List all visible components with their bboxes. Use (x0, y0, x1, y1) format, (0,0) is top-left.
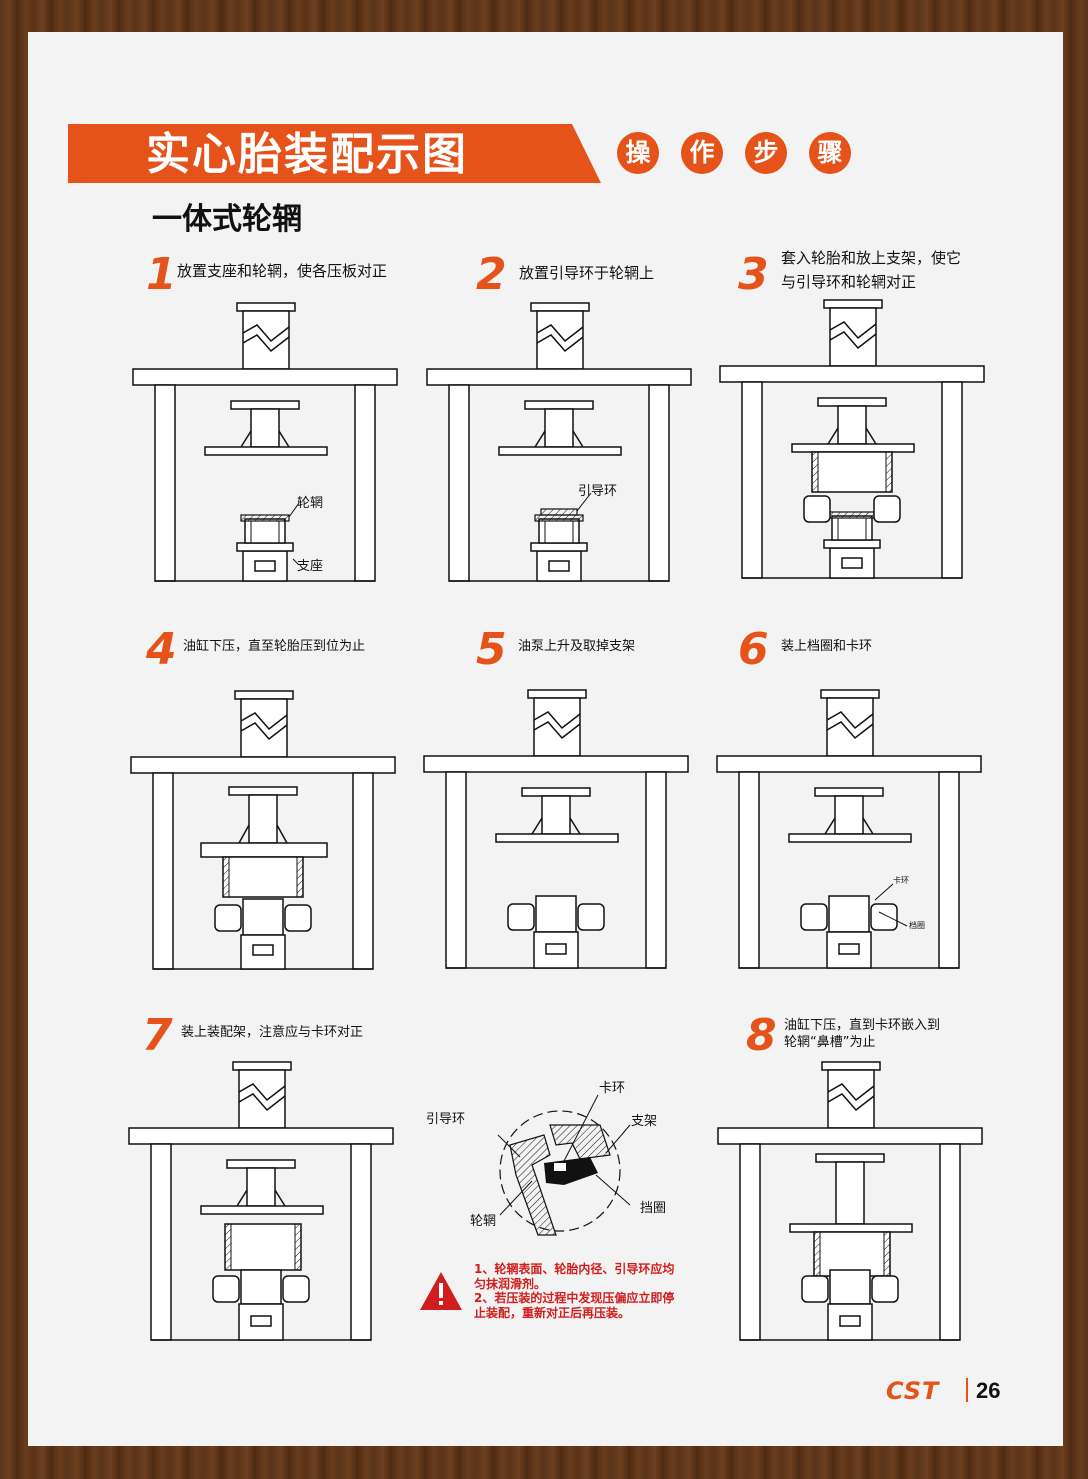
step-7-diagram (128, 1061, 394, 1341)
brand-logo: CST (886, 1377, 940, 1405)
step-2-diagram (426, 302, 692, 582)
warning-line-3: 2、若压装的过程中发现压偏应立即停 (474, 1291, 675, 1305)
title-banner (68, 124, 601, 183)
step-5-diagram (423, 689, 689, 969)
warning-line-1: 1、轮辋表面、轮胎内径、引导环应均 (474, 1262, 675, 1276)
step-8-diagram (717, 1061, 983, 1341)
label-snap-ring-6: 卡环 (893, 876, 909, 885)
page-title: 实心胎装配示图 (146, 129, 468, 180)
step-8-caption-line-2: 轮辋“鼻槽”为止 (784, 1035, 876, 1050)
step-7-number: 7 (142, 1010, 173, 1061)
label-snap-ring: 卡环 (599, 1081, 626, 1096)
label-rim: 轮辋 (297, 496, 324, 511)
step-6-number: 6 (738, 624, 769, 675)
label-rim-detail: 轮辋 (470, 1214, 497, 1229)
label-retainer: 挡圈 (640, 1201, 667, 1216)
step-6-caption: 装上档圈和卡环 (781, 639, 873, 654)
warning-text: 1、轮辋表面、轮胎内径、引导环应均 匀抹润滑剂。 2、若压装的过程中发现压偏应立… (474, 1262, 714, 1320)
step-5-number: 5 (476, 624, 507, 675)
step-2-caption: 放置引导环于轮辋上 (519, 264, 655, 282)
badge-2: 作 (681, 132, 723, 174)
step-3-diagram (719, 299, 985, 579)
step-4-diagram (130, 690, 396, 970)
step-1-caption: 放置支座和轮辋，使各压板对正 (177, 262, 388, 280)
cross-section-detail (497, 1094, 631, 1236)
badge-3: 步 (745, 132, 787, 174)
badge-4: 骤 (809, 132, 851, 174)
footer-divider (966, 1378, 968, 1402)
step-6-diagram (716, 689, 982, 969)
step-4-number: 4 (146, 624, 177, 675)
step-8-number: 8 (746, 1010, 777, 1061)
label-retainer-6: 档圈 (909, 921, 925, 930)
step-1-diagram (132, 302, 398, 582)
step-8-caption-line-1: 油缸下压，直到卡环嵌入到 (784, 1018, 941, 1033)
label-guide-ring-2: 引导环 (578, 484, 618, 499)
step-3-number: 3 (738, 249, 769, 300)
label-guide-ring: 引导环 (426, 1112, 466, 1127)
page-number: 26 (976, 1378, 1001, 1403)
step-3-caption-line-2: 与引导环和轮辋对正 (781, 273, 917, 291)
badge-1: 操 (617, 132, 659, 174)
step-2-number: 2 (476, 249, 507, 300)
warning-line-2: 匀抹润滑剂。 (474, 1276, 547, 1291)
label-base: 支座 (297, 559, 324, 574)
label-bracket: 支架 (631, 1114, 658, 1129)
step-5-caption: 油泵上升及取掉支架 (518, 639, 636, 654)
warning-line-4: 止装配，重新对正后再压装。 (474, 1305, 631, 1320)
warning-icon (420, 1272, 462, 1310)
step-3-caption-line-1: 套入轮胎和放上支架，使它 (781, 249, 962, 267)
section-subtitle: 一体式轮辋 (152, 202, 302, 237)
step-4-caption: 油缸下压，直至轮胎压到位为止 (183, 639, 366, 654)
step-1-number: 1 (146, 249, 177, 300)
step-7-caption: 装上装配架，注意应与卡环对正 (181, 1025, 364, 1040)
